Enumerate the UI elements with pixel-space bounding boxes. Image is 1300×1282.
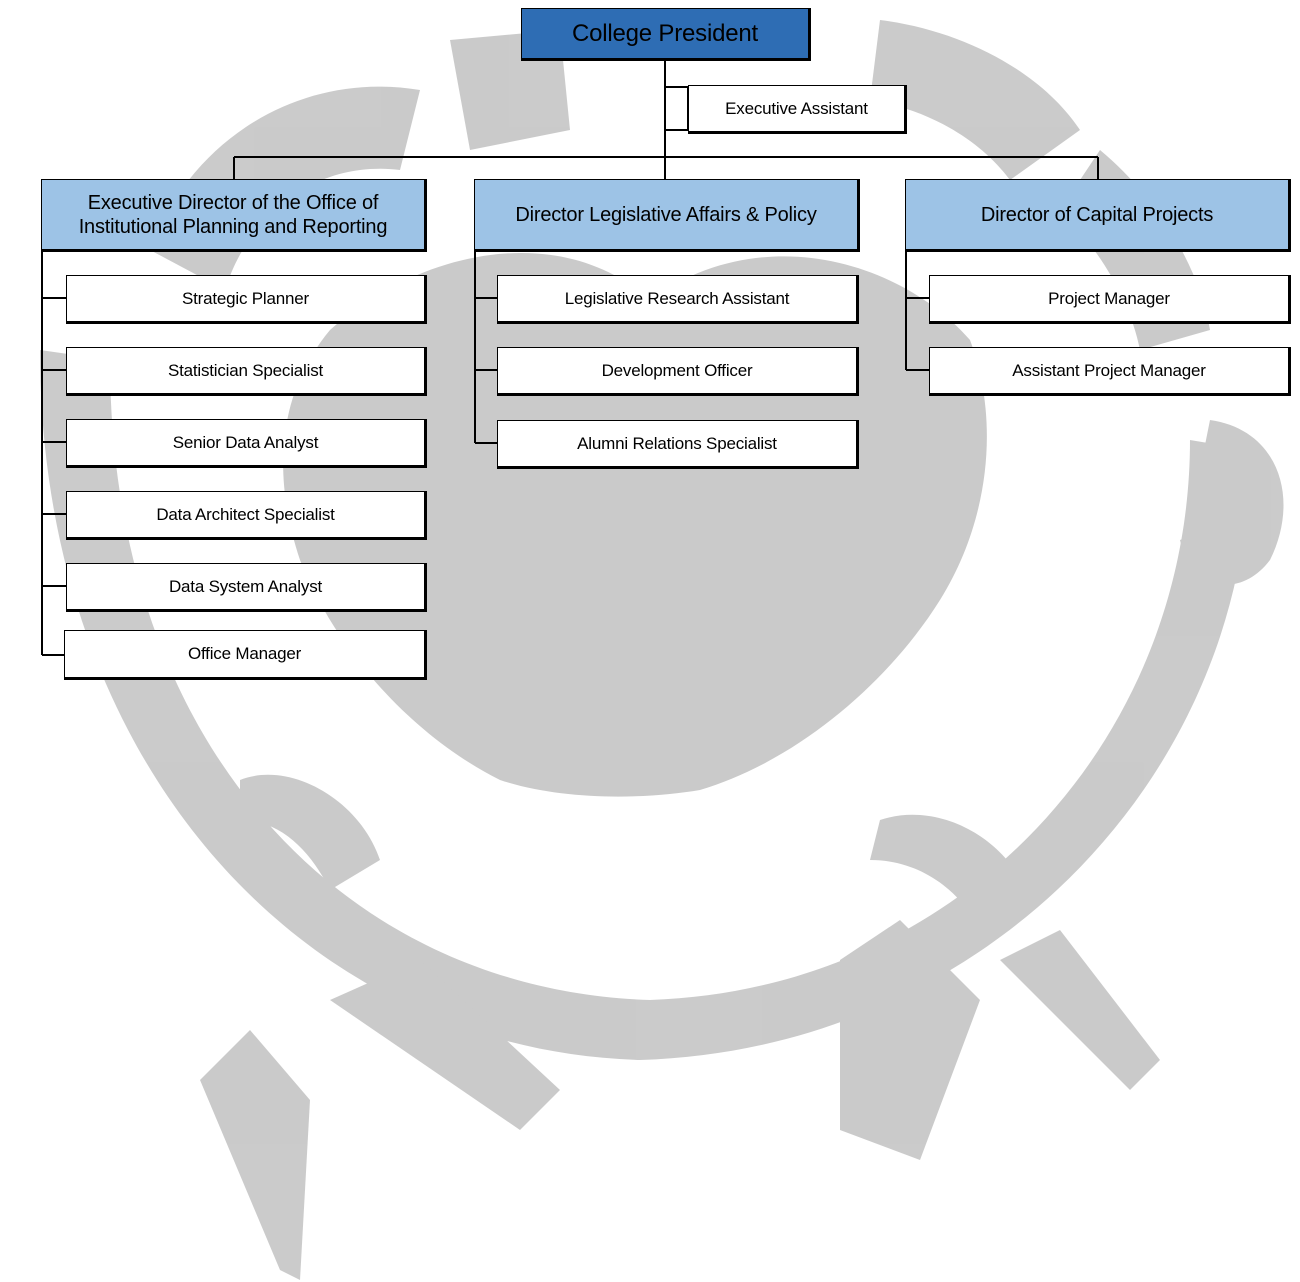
department-head-label: Director of Capital Projects bbox=[980, 203, 1214, 226]
staff-box: Senior Data Analyst bbox=[66, 419, 427, 468]
staff-label: Strategic Planner bbox=[181, 288, 309, 308]
department-head-box: Director of Capital Projects bbox=[905, 179, 1291, 252]
department-head-label: Executive Director of the Office of Inst… bbox=[78, 191, 388, 238]
staff-box: Legislative Research Assistant bbox=[497, 275, 859, 324]
staff-box: Project Manager bbox=[929, 275, 1291, 324]
staff-box: Strategic Planner bbox=[66, 275, 427, 324]
department-head-box: Executive Director of the Office of Inst… bbox=[41, 179, 427, 252]
staff-box: Statistician Specialist bbox=[66, 347, 427, 396]
staff-box: Development Officer bbox=[497, 347, 859, 396]
department-head-box: Director Legislative Affairs & Policy bbox=[474, 179, 860, 252]
staff-box: Office Manager bbox=[64, 630, 427, 680]
college-president-label: College President bbox=[571, 19, 759, 47]
college-president-box: College President bbox=[521, 8, 811, 61]
staff-label: Senior Data Analyst bbox=[172, 432, 319, 452]
staff-label: Project Manager bbox=[1048, 288, 1170, 308]
staff-label: Statistician Specialist bbox=[167, 360, 324, 380]
executive-assistant-label: Executive Assistant bbox=[725, 98, 868, 118]
executive-assistant-box: Executive Assistant bbox=[688, 85, 907, 134]
staff-label: Development Officer bbox=[601, 360, 753, 380]
staff-label: Legislative Research Assistant bbox=[564, 288, 790, 308]
staff-box: Assistant Project Manager bbox=[929, 347, 1291, 396]
staff-label: Data System Analyst bbox=[168, 576, 323, 596]
staff-box: Alumni Relations Specialist bbox=[497, 420, 859, 469]
staff-label: Office Manager bbox=[187, 644, 302, 663]
staff-label: Data Architect Specialist bbox=[156, 504, 335, 524]
staff-box: Data System Analyst bbox=[66, 563, 427, 612]
staff-label: Assistant Project Manager bbox=[1012, 360, 1206, 380]
staff-box: Data Architect Specialist bbox=[66, 491, 427, 540]
staff-label: Alumni Relations Specialist bbox=[577, 433, 777, 453]
department-head-label: Director Legislative Affairs & Policy bbox=[515, 203, 817, 226]
